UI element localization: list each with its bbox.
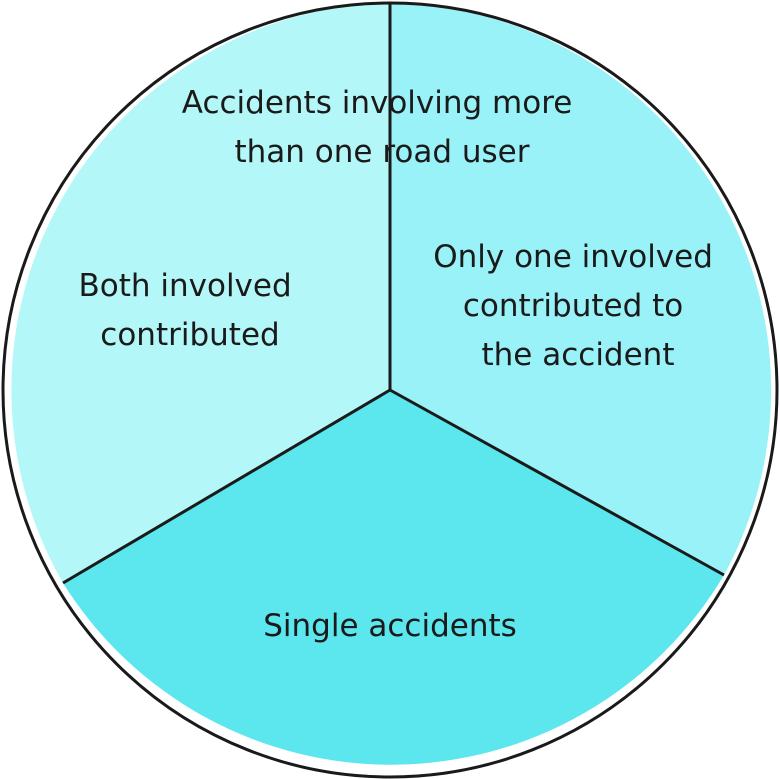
segment-only-one-involved [390, 3, 772, 575]
header-label-line-2: than one road user [234, 134, 529, 170]
label-only-one-involved: Only one involved contributed to the acc… [433, 239, 723, 373]
segment-both-involved [11, 3, 390, 583]
label-only-one-line-1: Only one involved [433, 239, 713, 275]
divider-lower-right [389, 388, 725, 577]
label-only-one-line-2: contributed to [463, 288, 683, 324]
label-single-accidents-line-1: Single accidents [263, 608, 517, 644]
label-only-one-line-3: the accident [482, 337, 675, 373]
label-both-involved-line-1: Both involved [78, 268, 291, 304]
label-single-accidents: Single accidents [263, 608, 517, 644]
label-both-involved-line-2: contributed [100, 317, 279, 353]
divider-lower-left [62, 388, 391, 585]
header-label-line-1: Accidents involving more [182, 85, 573, 121]
header-label: Accidents involving more than one road u… [182, 85, 582, 170]
label-both-involved: Both involved contributed [78, 268, 301, 353]
